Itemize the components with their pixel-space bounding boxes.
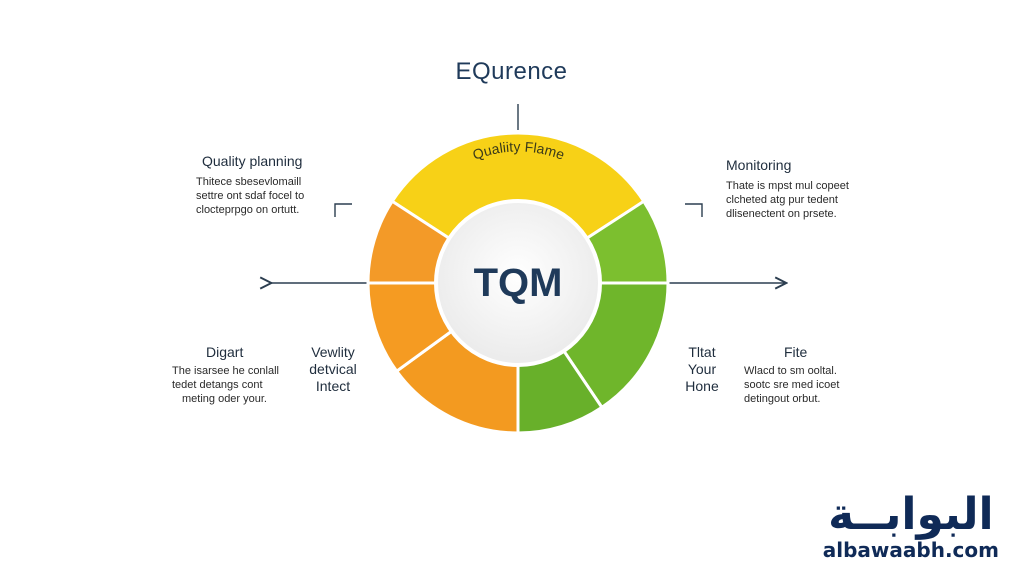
side-label-right: Tltat Your Hone xyxy=(672,344,732,395)
desc-line: Thitece sbesevlomaill xyxy=(196,176,302,188)
desc-line: tedet detangs cont xyxy=(172,379,263,391)
desc-top-left: Thitece sbesevlomaill settre ont sdaf fo… xyxy=(196,175,346,217)
heading-fite: Fite xyxy=(784,344,808,360)
left-bracket xyxy=(334,203,352,217)
heading-quality-planning: Quality planning xyxy=(202,153,303,169)
desc-line: detingout orbut. xyxy=(744,393,821,405)
block-top-right: Monitoring Thate is mpst mul copeet clch… xyxy=(726,157,876,221)
block-top-left: Quality planning Thitece sbesevlomaill s… xyxy=(196,153,346,217)
side-label-line: Intect xyxy=(315,378,351,394)
right-bracket xyxy=(685,203,703,217)
watermark-logo: البوابــة xyxy=(828,489,994,540)
block-bottom-right: Fite Wlacd to sm ooltal. sootc sre med i… xyxy=(744,344,874,406)
side-label-line: Hone xyxy=(685,378,719,394)
side-label-line: Vewlity xyxy=(311,344,355,360)
desc-line: sootc sre med icoet xyxy=(744,379,840,391)
diagram-title: EQurence xyxy=(455,58,568,85)
tqm-hub xyxy=(434,199,602,367)
desc-line: clocteprpgo on ortutt. xyxy=(196,204,300,216)
desc-line: meting oder your. xyxy=(182,393,267,405)
desc-line: clcheted atg pur tedent xyxy=(726,194,838,206)
desc-line: Wlacd to sm ooltal. xyxy=(744,365,837,377)
desc-line: dlisenectent on prsete. xyxy=(726,208,837,220)
quality-ring xyxy=(366,131,670,435)
watermark: البوابــة albawaabh.com xyxy=(822,489,999,563)
desc-line: The isarsee he conlall xyxy=(172,365,280,377)
side-label-left: Vewlity detvical Intect xyxy=(298,344,368,395)
side-label-line: detvical xyxy=(309,361,357,377)
side-label-line: Tltat xyxy=(688,344,716,360)
desc-line: settre ont sdaf focel to xyxy=(196,190,305,202)
desc-top-right: Thate is mpst mul copeet clcheted atg pu… xyxy=(726,179,876,221)
side-label-line: Your xyxy=(687,361,717,377)
desc-line: Thate is mpst mul copeet xyxy=(726,180,849,192)
heading-monitoring: Monitoring xyxy=(726,157,792,173)
block-bottom-left: Digart The isarsee he conlall tedet deta… xyxy=(172,344,302,406)
desc-bottom-left: The isarsee he conlall tedet detangs con… xyxy=(172,364,302,406)
watermark-domain: albawaabh.com xyxy=(822,538,999,562)
center-label: TQM xyxy=(474,261,563,305)
heading-digart: Digart xyxy=(206,344,244,360)
desc-bottom-right: Wlacd to sm ooltal. sootc sre med icoet … xyxy=(744,364,874,406)
